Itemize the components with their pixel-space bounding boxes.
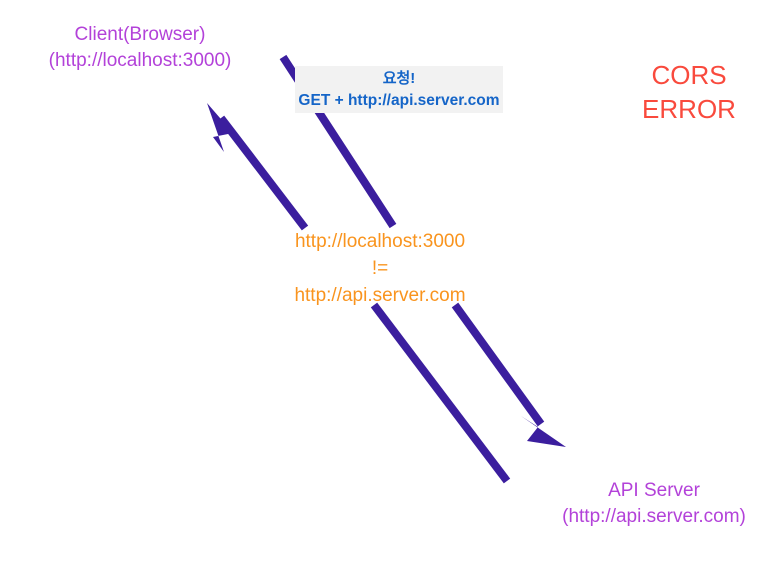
arrow-shaft (451, 302, 545, 427)
origin-mismatch-line3: http://api.server.com (294, 285, 466, 306)
client-node-name: Client(Browser) (74, 24, 206, 45)
cors-error-line2: ERROR (642, 94, 736, 124)
node-label-api-server: API Server (http://api.server.com) (530, 478, 778, 530)
arrow-response-to-client (207, 103, 309, 231)
node-label-client: Client(Browser) (http://localhost:3000) (0, 22, 280, 74)
request-label-box: 요청! GET + http://api.server.com (295, 66, 503, 113)
server-node-origin: (http://api.server.com) (562, 506, 746, 527)
arrow-response-lower-segment (370, 302, 511, 484)
server-node-name: API Server (608, 480, 700, 501)
cors-error-line1: CORS (651, 60, 727, 90)
arrowhead-up-left (207, 103, 233, 152)
request-label-line1: 요청! (382, 70, 416, 87)
origin-mismatch-line1: http://localhost:3000 (294, 231, 466, 252)
arrow-shaft (370, 302, 511, 484)
client-node-origin: (http://localhost:3000) (48, 50, 232, 71)
origin-mismatch-note: http://localhost:3000 != http://api.serv… (255, 228, 505, 309)
cors-error-annotation: CORS ERROR (600, 58, 778, 126)
arrow-request-to-server (451, 302, 566, 447)
arrowhead-down-right (521, 416, 566, 447)
arrow-shaft (217, 115, 309, 231)
request-label-line2: GET + http://api.server.com (298, 92, 500, 109)
origin-mismatch-operator: != (371, 258, 389, 279)
